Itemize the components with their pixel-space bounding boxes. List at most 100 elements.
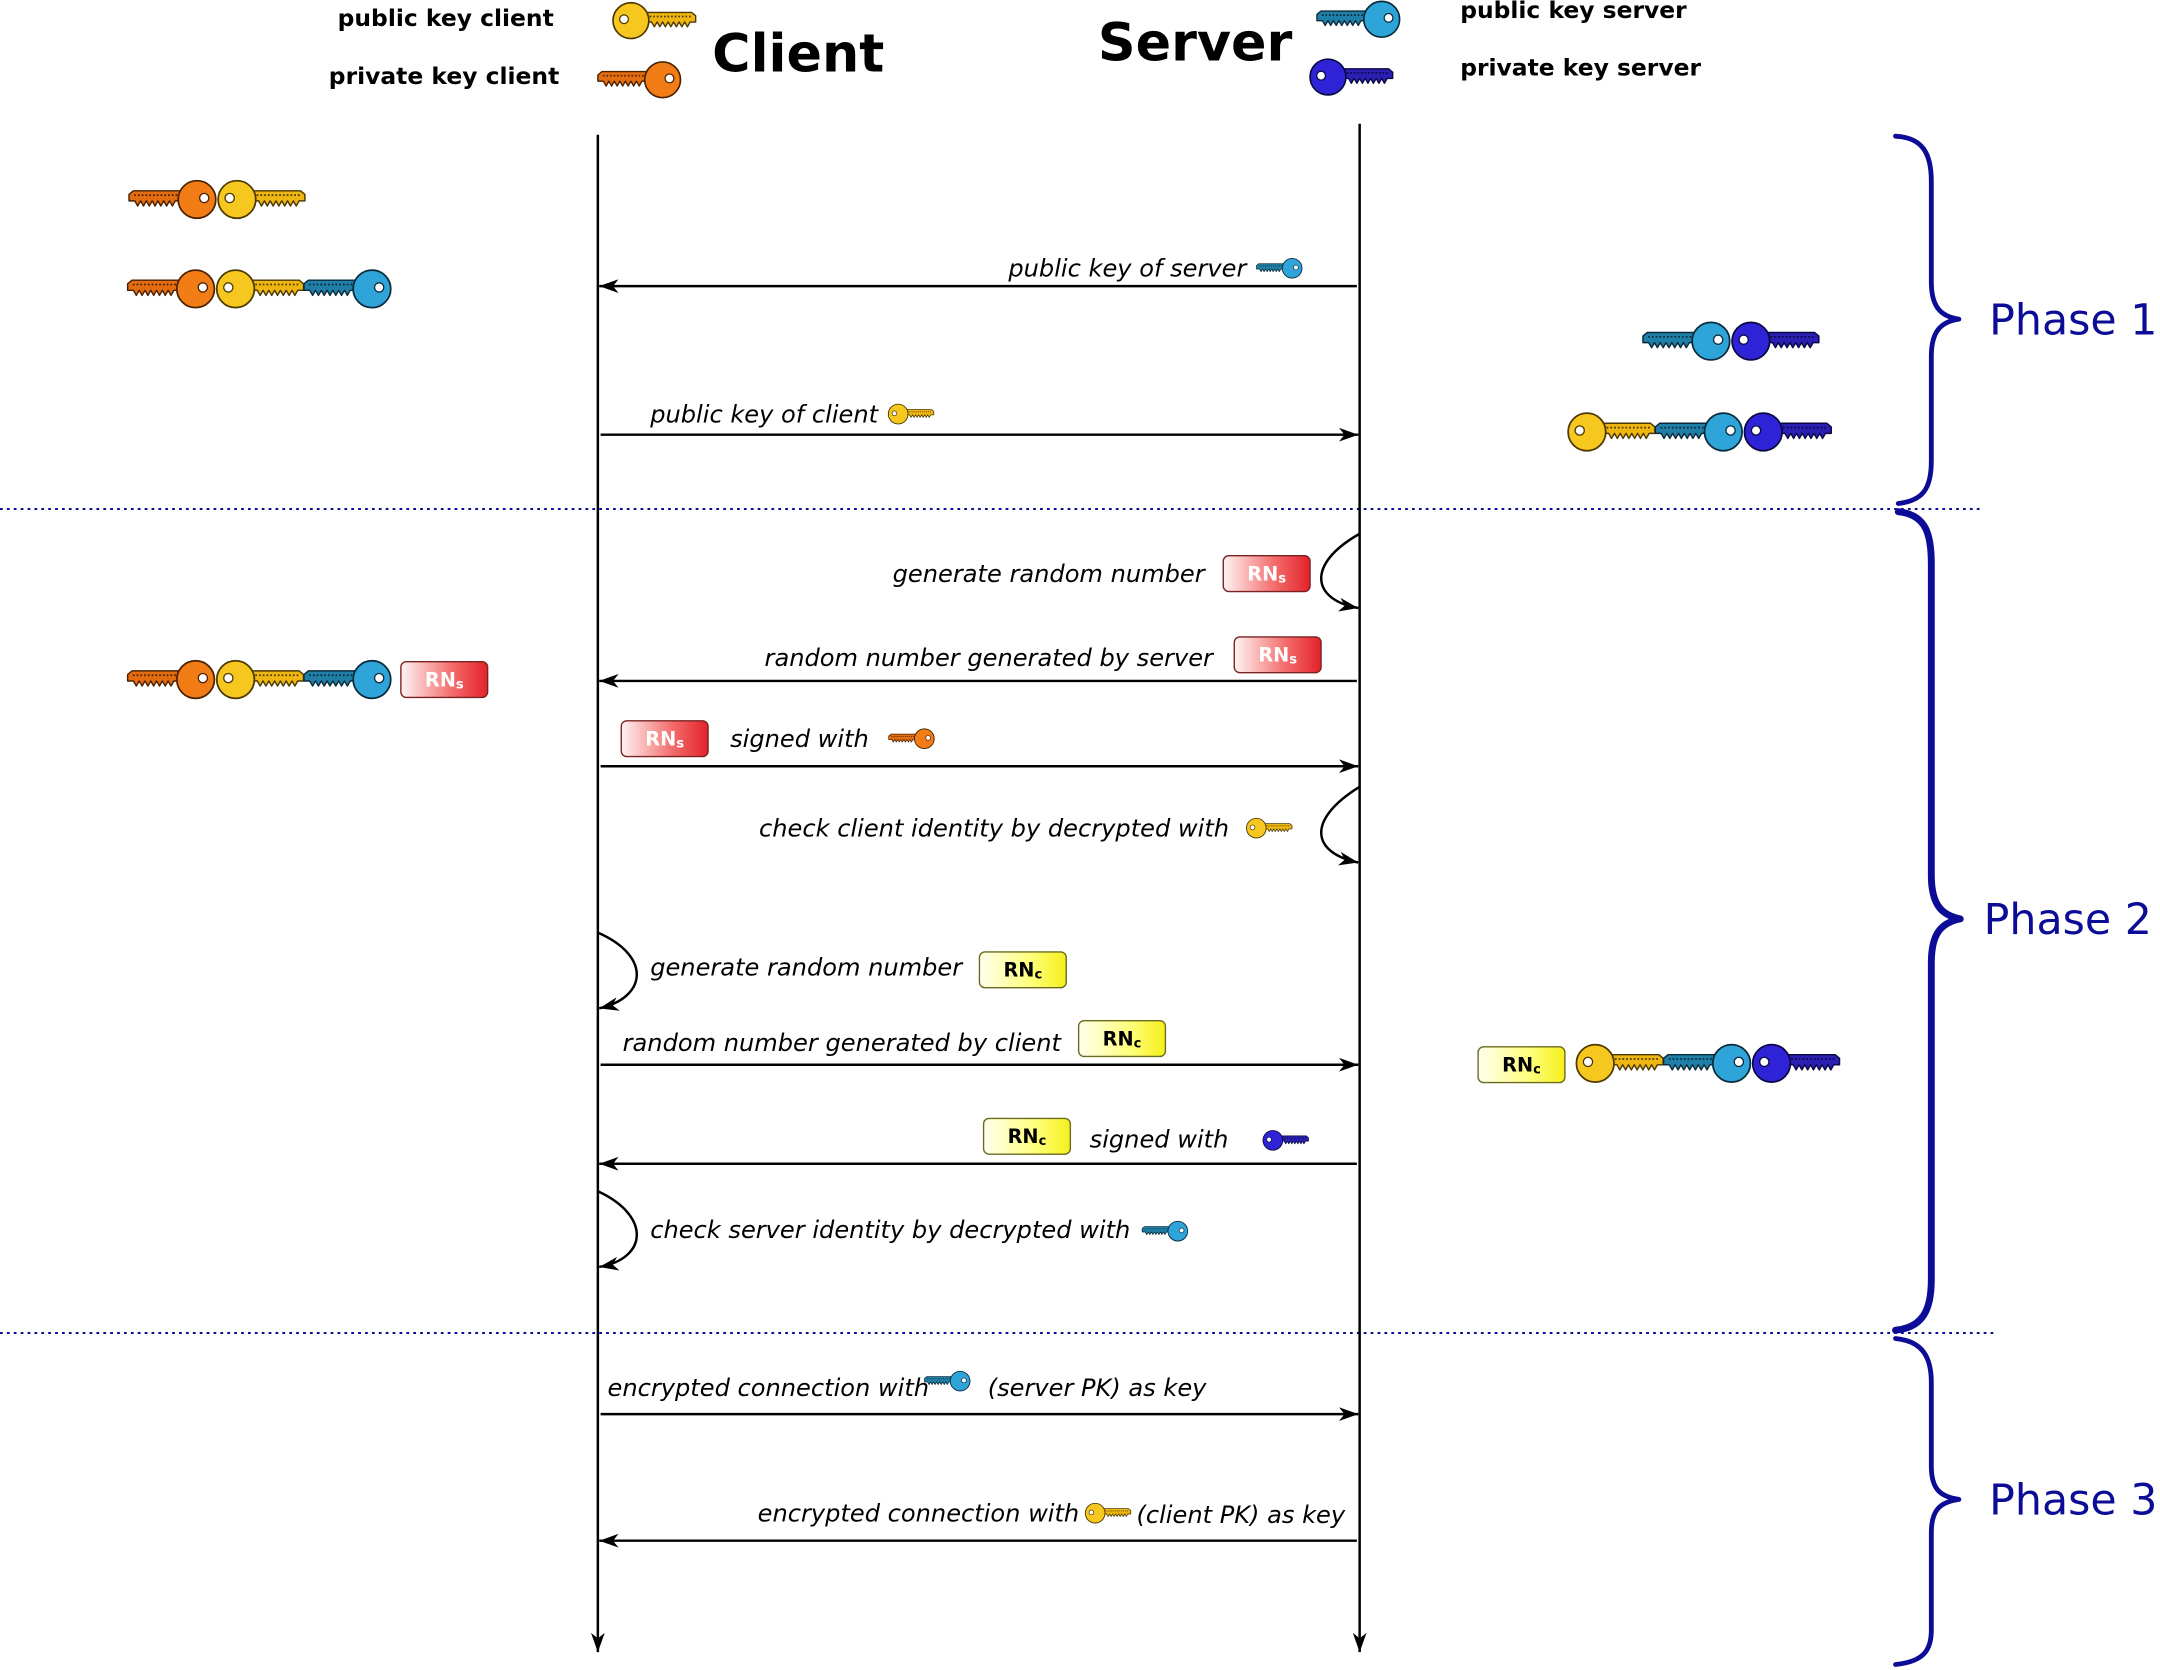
key-hole: [664, 73, 675, 84]
badge-label-sub: s: [676, 737, 684, 752]
key-shaft: [246, 670, 305, 687]
key-hole: [925, 735, 931, 741]
message-label: check server identity by decrypted with: [650, 1216, 1130, 1244]
badge-label-sub: s: [456, 678, 464, 693]
key-head: [1743, 412, 1783, 452]
key-head: [1362, 0, 1401, 38]
client-public-key-icon: [215, 269, 305, 309]
key-head: [887, 403, 909, 425]
key-hole: [1750, 425, 1762, 436]
key-hole: [1574, 425, 1585, 436]
key-hole: [891, 410, 898, 417]
key-shaft: [1278, 1135, 1309, 1145]
key-hole: [1249, 824, 1256, 831]
key-shaft: [1100, 1508, 1132, 1517]
legend-private-key-server: private key server: [1460, 54, 1701, 82]
key-shaft: [128, 190, 187, 207]
badge-label-main: RN: [1008, 1125, 1039, 1148]
server-public-key-icon: [303, 269, 392, 309]
server-private-key-icon: [1731, 321, 1820, 361]
client-private-key-icon: [128, 179, 217, 220]
key-head: [1309, 58, 1347, 96]
key-shaft: [1316, 10, 1372, 27]
key-head: [1246, 817, 1267, 839]
server-public-key-icon: [1642, 321, 1731, 361]
rn-server-badge: RNs: [620, 720, 709, 758]
server-private-key-icon: [1262, 1130, 1309, 1151]
rn-server-badge: RNs: [1233, 636, 1322, 674]
key-hole: [223, 282, 234, 293]
key-shaft: [1761, 331, 1820, 349]
badge-background: [982, 1117, 1072, 1155]
server-public-key-icon: [1316, 0, 1401, 38]
client-public-key-icon: [215, 659, 305, 700]
key-hole: [1759, 1056, 1770, 1068]
key-head: [1567, 412, 1607, 452]
key-shaft: [924, 1376, 955, 1385]
badge-label-main: RN: [1003, 959, 1034, 982]
client-public-key-icon: [1567, 412, 1656, 452]
badge-label-sub: c: [1034, 968, 1042, 983]
client-public-key-icon: [1246, 817, 1293, 839]
key-hole: [197, 282, 209, 293]
self-loop-client-generate: [597, 931, 638, 1011]
key-head: [177, 179, 217, 220]
key-shaft: [1141, 1226, 1173, 1235]
badge-label: RNc: [1008, 1125, 1047, 1149]
server-public-key-icon: [1256, 257, 1303, 279]
server-public-key-icon: [924, 1370, 971, 1392]
badge-label: RNc: [1103, 1027, 1142, 1051]
server-private-key-icon: [1751, 1043, 1841, 1083]
key-shaft: [1774, 422, 1832, 440]
key-shaft: [1597, 422, 1656, 440]
key-head: [175, 659, 216, 700]
key-hole: [619, 14, 630, 25]
self-loop-client-check: [597, 1190, 638, 1271]
server-title: Server: [1098, 13, 1293, 74]
client-public-key-icon: [887, 403, 935, 425]
rn-client-badge: RNc: [1477, 1046, 1566, 1084]
key-head: [1691, 321, 1731, 361]
key-hole: [961, 1377, 967, 1384]
badge-label-main: RN: [1247, 563, 1278, 586]
message-label: encrypted connection with: [608, 1374, 930, 1402]
key-hole: [223, 672, 234, 684]
server-public-key-icon: [303, 659, 392, 700]
message-label: random number generated by server: [765, 644, 1216, 672]
key-hole: [1725, 425, 1736, 436]
key-shaft: [1606, 1053, 1664, 1071]
rn-client-badge: RNc: [1077, 1020, 1167, 1058]
server-private-key-icon: [1743, 412, 1832, 452]
message-label: generate random number: [650, 953, 964, 981]
phase-1-brace: [1893, 133, 1962, 506]
phase-2-label: Phase 2: [1984, 895, 2152, 945]
key-shaft: [247, 190, 306, 207]
server-public-key-icon: [1141, 1220, 1189, 1242]
key-shaft: [888, 733, 919, 743]
key-hole: [1293, 264, 1299, 271]
server-public-key-icon: [1654, 412, 1743, 452]
phase-3-brace: [1893, 1336, 1962, 1667]
key-shaft: [303, 670, 362, 687]
key-head: [1703, 412, 1743, 452]
key-head: [1731, 321, 1771, 361]
legend-public-key-server: public key server: [1460, 0, 1687, 24]
key-head: [1167, 1220, 1189, 1242]
key-shaft: [597, 70, 653, 87]
key-head: [643, 61, 682, 99]
key-head: [1751, 1043, 1792, 1083]
message-label: generate random number: [893, 560, 1207, 588]
key-head: [949, 1370, 971, 1392]
client-public-key-icon: [1084, 1502, 1132, 1524]
phase-3-label: Phase 3: [1989, 1476, 2157, 1526]
badge-background: [1233, 636, 1322, 674]
badge-label: RNs: [1247, 563, 1286, 587]
key-hole: [197, 672, 209, 684]
badge-label: RNc: [1003, 959, 1042, 983]
key-head: [215, 659, 256, 700]
key-hole: [1178, 1227, 1185, 1234]
key-hole: [198, 192, 210, 204]
server-public-key-icon: [1662, 1043, 1752, 1083]
key-head: [1281, 257, 1303, 279]
badge-background: [400, 660, 489, 699]
